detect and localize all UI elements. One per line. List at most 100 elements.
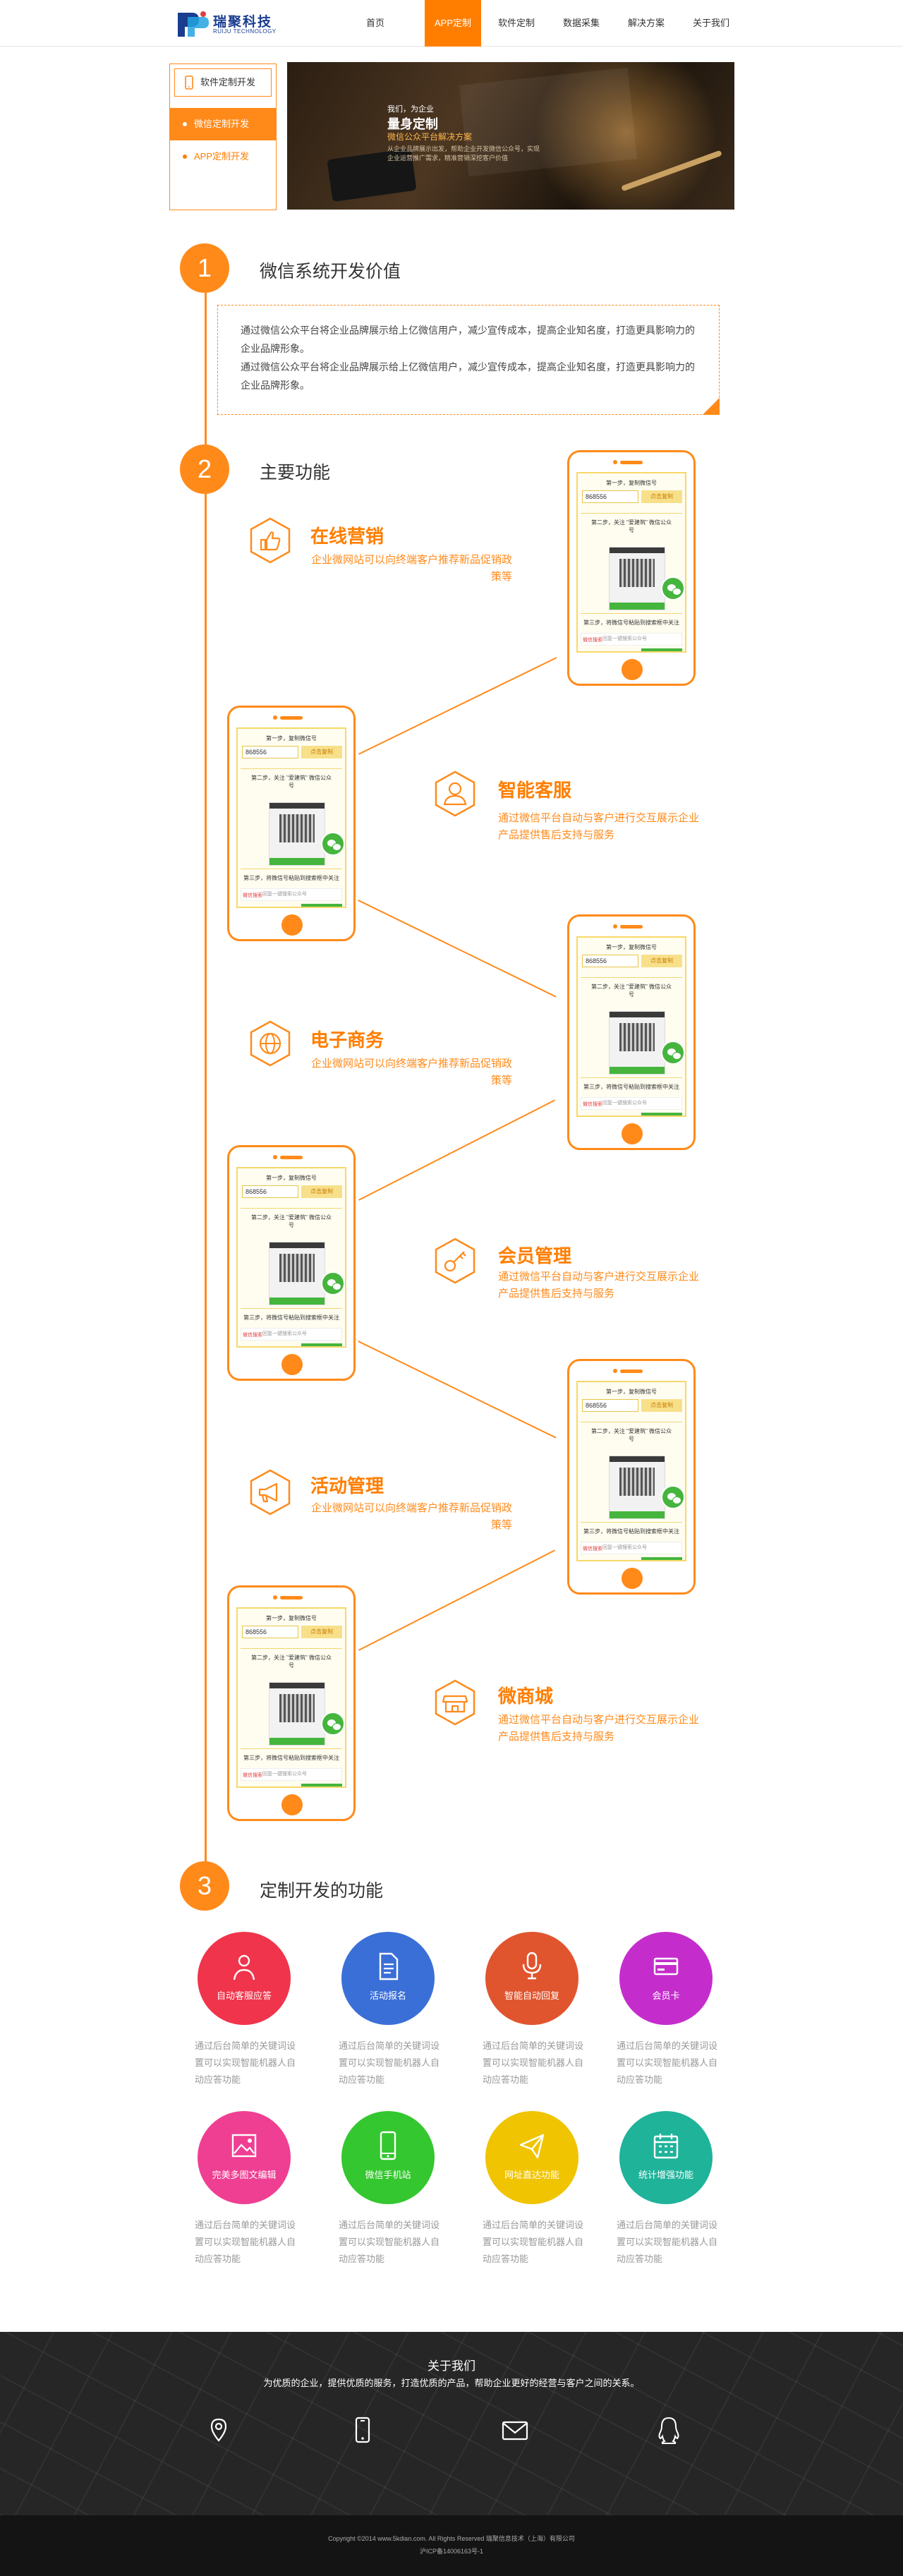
screenshot-button: [610, 1067, 665, 1074]
feature-title: 会员管理: [498, 1245, 572, 1266]
feature-desc: 通过微信平台自动与客户进行交互展示企业产品提供售后支持与服务: [498, 812, 700, 841]
camera-icon: [613, 924, 617, 929]
nav-item-about[interactable]: 关于我们: [692, 18, 729, 28]
copyright-bar: Copyright ©2014 www.5kdian.com. All Righ…: [0, 2515, 903, 2576]
copy-button[interactable]: 点击复制: [641, 955, 682, 967]
qr-code-icon: [279, 1254, 315, 1282]
home-button[interactable]: [281, 1354, 303, 1375]
wechat-search-input[interactable]: 微信搜索 回复一键搜索公众号: [581, 1542, 682, 1554]
logo[interactable]: 瑞聚科技 RUIJU TECHNOLOGY: [175, 7, 316, 40]
nav-item-software[interactable]: 软件定制: [497, 18, 535, 28]
copy-button[interactable]: 点击复制: [301, 1185, 342, 1198]
nav-item-home[interactable]: 首页: [365, 18, 384, 28]
phone-icon[interactable]: [347, 2415, 378, 2446]
home-button[interactable]: [622, 659, 643, 680]
wechat-search-input[interactable]: 微信搜索 回复一键搜索公众号: [241, 888, 342, 901]
feature-circle-desc: 通过后台简单的关键词设置可以实现智能机器人自动应答功能: [483, 2040, 584, 2085]
screen-step-2: 第二步，关注 "爱建筑" 微信公众号: [590, 519, 672, 533]
screenshot-thumb: [609, 1011, 665, 1075]
card-icon: [653, 1957, 679, 1976]
map-background: [0, 2332, 903, 2515]
side-item-label: APP定制开发: [194, 151, 250, 162]
search-tag: 微信搜索: [583, 638, 602, 643]
side-menu-title: 软件定制开发: [174, 68, 272, 97]
copy-button[interactable]: 点击复制: [301, 1626, 342, 1638]
intro-box: 通过微信公众平台将企业品牌展示给上亿微信用户，减少宣传成本，提高企业知名度，打造…: [217, 305, 720, 415]
screen-step-1: 第一步，复制微信号: [606, 944, 657, 950]
screen-step-2: 第二步，关注 "爱建筑" 微信公众号: [250, 1214, 332, 1228]
brand-name-en: RUIJU TECHNOLOGY: [213, 28, 277, 35]
intro-paragraph: 通过微信公众平台将企业品牌展示给上亿微信用户，减少宣传成本，提高企业知名度，打造…: [241, 325, 695, 354]
feature-circle[interactable]: 活动报名: [341, 1932, 435, 2025]
feature-circle[interactable]: 会员卡: [619, 1932, 713, 2025]
feature-circle[interactable]: 网址直达功能: [485, 2111, 578, 2204]
feature-circle[interactable]: 自动客服应答: [198, 1932, 291, 2025]
wechat-search-input[interactable]: 微信搜索 回复一键搜索公众号: [241, 1768, 342, 1781]
nav-item-data[interactable]: 数据采集: [562, 18, 600, 28]
phone-screen: 第一步，复制微信号 868556 点击复制 第二步，关注 "爱建筑" 微信公众号…: [236, 727, 346, 908]
screen-step-2: 第二步，关注 "爱建筑" 微信公众号: [250, 1655, 332, 1669]
nav-item-app[interactable]: APP定制: [425, 0, 481, 47]
screen-step-2: 第二步，关注 "爱建筑" 微信公众号: [590, 984, 672, 998]
progress-bar: [301, 1784, 342, 1786]
screen-step-3: 第三步，将微信号粘贴到搜索框中关注: [583, 1084, 679, 1090]
home-button[interactable]: [622, 1123, 643, 1144]
search-placeholder: 回复一键搜索公众号: [262, 1772, 307, 1777]
nav-item-solutions[interactable]: 解决方案: [627, 18, 665, 28]
home-button[interactable]: [281, 914, 303, 936]
wechat-search-input[interactable]: 微信搜索 回复一键搜索公众号: [241, 1328, 342, 1341]
mail-icon[interactable]: [499, 2415, 531, 2446]
feature-circle-label: 统计增强功能: [638, 2170, 693, 2180]
side-item-app[interactable]: APP定制开发: [170, 140, 276, 173]
connector-line: [358, 1549, 555, 1651]
feature-circle[interactable]: 微信手机站: [341, 2111, 435, 2204]
speaker: [620, 1369, 643, 1373]
home-button[interactable]: [281, 1794, 303, 1815]
feature-circle-desc: 通过后台简单的关键词设置可以实现智能机器人自动应答功能: [195, 2220, 296, 2264]
progress-bar: [641, 1113, 682, 1115]
speaker: [280, 1156, 303, 1159]
screen-step-1: 第一步，复制微信号: [606, 480, 657, 486]
feature-circle-label: 完美多图文编辑: [212, 2170, 277, 2180]
feature-circle-desc: 通过后台简单的关键词设置可以实现智能机器人自动应答功能: [483, 2220, 584, 2264]
search-tag: 微信搜索: [243, 1333, 262, 1338]
copy-button[interactable]: 点击复制: [301, 746, 342, 758]
screen-step-3: 第三步，将微信号粘贴到搜索框中关注: [583, 619, 679, 626]
screenshot-button: [610, 1511, 665, 1518]
speaker: [620, 925, 643, 929]
shop-icon: [435, 1679, 475, 1726]
key-icon: [435, 1238, 475, 1284]
wechat-search-input[interactable]: 微信搜索 回复一键搜索公众号: [581, 633, 682, 646]
wechat-id-field: 868556: [242, 746, 298, 758]
screenshot-header: [610, 548, 665, 553]
bullet-icon: [183, 154, 187, 159]
screenshot-button: [269, 1738, 325, 1745]
divider: [241, 1208, 342, 1209]
screenshot-header: [610, 1012, 665, 1017]
camera-icon: [613, 1369, 617, 1373]
side-item-wechat[interactable]: 微信定制开发: [170, 108, 276, 140]
feature-title: 活动管理: [310, 1475, 384, 1496]
qq-icon[interactable]: [653, 2415, 684, 2446]
copy-button[interactable]: 点击复制: [641, 1399, 682, 1412]
home-button[interactable]: [622, 1568, 643, 1589]
feature-circle[interactable]: 统计增强功能: [619, 2111, 713, 2204]
banner-subheadline: 微信公众平台解决方案: [387, 132, 473, 142]
search-tag: 微信搜索: [243, 893, 262, 898]
feature-circle-label: 活动报名: [369, 1990, 406, 2001]
feature-circle[interactable]: 智能自动回复: [485, 1932, 578, 2025]
banner-headline: 量身定制: [387, 117, 438, 131]
screenshot-header: [269, 803, 325, 809]
feature-circle[interactable]: 完美多图文编辑: [198, 2111, 291, 2204]
wechat-search-input[interactable]: 微信搜索 回复一键搜索公众号: [581, 1097, 682, 1110]
divider: [581, 513, 682, 514]
copy-button[interactable]: 点击复制: [641, 490, 682, 503]
icp-link[interactable]: 沪ICP备14006163号-1: [419, 2548, 484, 2555]
wechat-icon: [321, 1712, 345, 1736]
location-icon[interactable]: [203, 2415, 234, 2446]
feature-circle-label: 智能自动回复: [504, 1990, 559, 2001]
qr-code-icon: [619, 1023, 655, 1051]
copyright-text: Copyright ©2014 www.5kdian.com. All Righ…: [328, 2535, 575, 2542]
divider: [581, 1077, 682, 1078]
camera-icon: [273, 1595, 277, 1600]
